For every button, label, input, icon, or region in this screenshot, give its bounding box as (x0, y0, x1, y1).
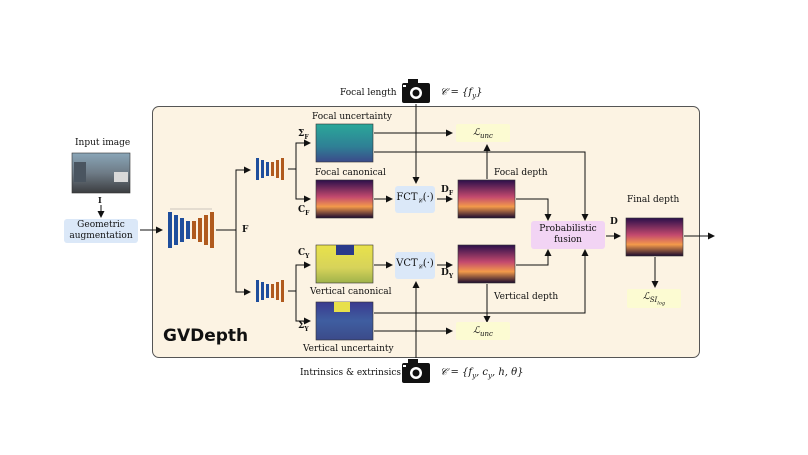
vertical-canonical-label: Vertical canonical (310, 287, 392, 297)
sigma-f-symbol: ΣF (298, 129, 309, 141)
c-y-symbol: CY (298, 248, 310, 260)
vertical-depth-map (457, 244, 516, 284)
focal-uncertainty-map (315, 123, 374, 163)
focal-canonical-label: Focal canonical (315, 168, 386, 178)
vertical-camera-equation: 𝒞 = {fy, cy, h, θ} (440, 367, 524, 380)
d-f-symbol: DF (441, 185, 454, 197)
vct-label: VCT (396, 258, 418, 269)
intrinsics-extrinsics-label: Intrinsics & extrinsics (300, 368, 401, 378)
fusion-line2: fusion (554, 235, 582, 245)
focal-camera-equation: 𝒞 = {fy} (440, 87, 483, 100)
focal-unc-loss-box: ℒunc (456, 124, 510, 142)
vertical-network-icon (256, 280, 284, 302)
input-symbol: I (98, 195, 102, 205)
camera-icon-top (402, 79, 430, 103)
focal-length-label: Focal length (340, 88, 397, 98)
vertical-unc-loss-box: ℒunc (456, 322, 510, 340)
final-depth-map (625, 217, 684, 257)
sigma-y-symbol: ΣY (298, 321, 309, 333)
fusion-line1: Probabilistic (539, 224, 597, 234)
gvdepth-panel (152, 106, 700, 358)
vertical-depth-label: Vertical depth (494, 292, 559, 302)
d-y-symbol: DY (441, 268, 454, 280)
geo-aug-line2: augmentation (69, 231, 133, 241)
focal-network-icon (256, 158, 284, 180)
geo-aug-line1: Geometric (77, 220, 125, 230)
vertical-canonical-sky (336, 245, 354, 255)
focal-depth-map (457, 179, 516, 219)
vertical-uncertainty-label: Vertical uncertainty (303, 344, 394, 354)
input-image-label: Input image (75, 138, 131, 148)
focal-uncertainty-label: Focal uncertainty (312, 112, 392, 122)
input-image-building (74, 162, 86, 182)
input-image-car (114, 172, 128, 182)
features-symbol: F (242, 225, 249, 235)
focal-depth-label: Focal depth (494, 168, 548, 178)
final-depth-label: Final depth (627, 195, 680, 205)
camera-icon-bottom (402, 359, 430, 383)
c-f-symbol: CF (298, 205, 310, 217)
vertical-uncertainty-highlight (334, 302, 350, 312)
fct-transform-box: FCT𝒞(·) (395, 186, 435, 213)
main-network-icon (168, 208, 214, 248)
focal-canonical-map (315, 179, 374, 219)
final-d-symbol: D (610, 217, 618, 227)
si-log-loss-box: ℒSIlog (627, 289, 681, 308)
fct-label: FCT (396, 192, 418, 203)
panel-title: GVDepth (163, 326, 249, 346)
vct-transform-box: VCT𝒞(·) (395, 252, 435, 279)
